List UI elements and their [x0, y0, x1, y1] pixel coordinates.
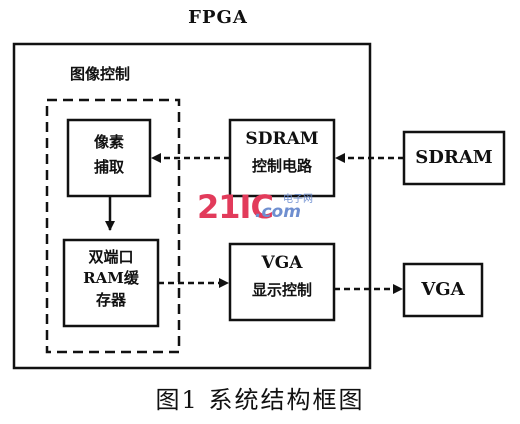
- pixel-read-line-2: 捕取: [93, 158, 124, 177]
- pixel-read-label: 像素 捕取: [68, 133, 150, 177]
- ram-line-2: RAM缓: [83, 269, 139, 288]
- sdram-control-line-1: SDRAM: [245, 129, 319, 149]
- fpga-title: FPGA: [188, 7, 248, 28]
- image-control-group: [45, 98, 181, 354]
- watermark-com: .com: [255, 202, 301, 222]
- pixel-read-line-1: 像素: [93, 133, 124, 151]
- sdram-control-label: SDRAM 控制电路: [230, 129, 334, 175]
- vga-control-line-1: VGA: [261, 253, 303, 273]
- vga-control-line-2: 显示控制: [251, 280, 312, 299]
- vga-external-block: [402, 262, 484, 318]
- dual-port-ram-label: 双端口 RAM缓 存器: [64, 248, 158, 309]
- ram-line-1: 双端口: [88, 248, 134, 266]
- watermark-logo: 21IC: [197, 188, 274, 226]
- fpga-boundary: [12, 42, 372, 370]
- vga-control-block: [228, 242, 336, 322]
- sdram-control-line-2: 控制电路: [251, 156, 312, 175]
- watermark-cn: 电子网: [283, 194, 313, 205]
- vga-control-label: VGA 显示控制: [230, 253, 334, 299]
- vga-external-label: VGA: [421, 279, 465, 300]
- sdram-external-label: SDRAM: [415, 147, 493, 168]
- image-control-label: 图像控制: [70, 65, 131, 83]
- ram-line-3: 存器: [95, 290, 126, 309]
- figure-caption: 图1 系统结构框图: [155, 386, 365, 414]
